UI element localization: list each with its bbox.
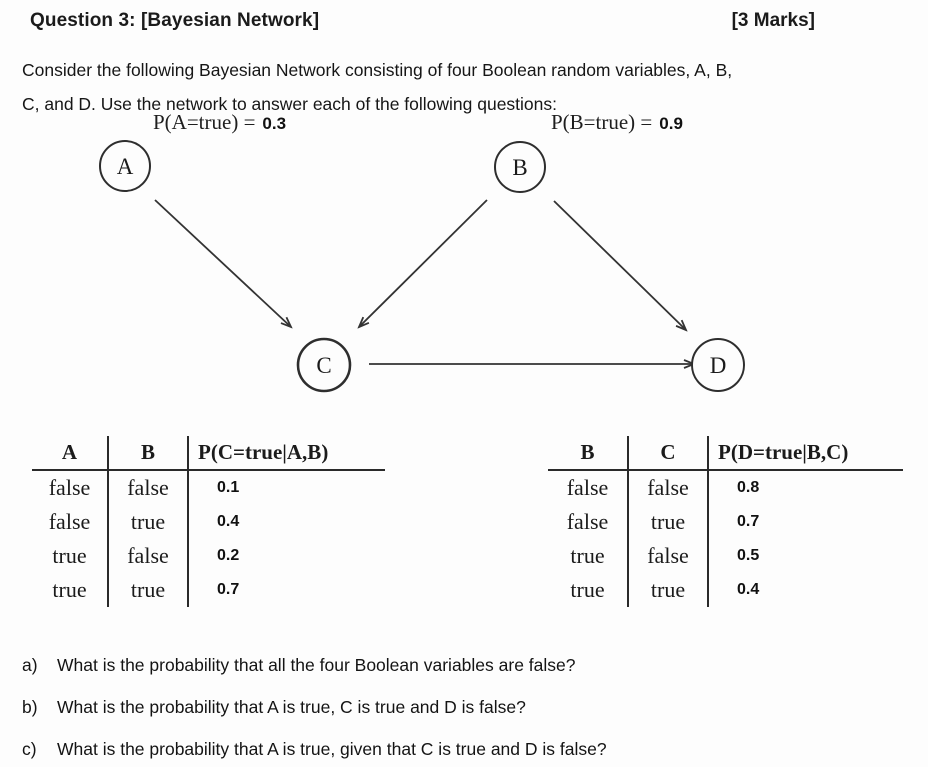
marks-badge: [3 Marks] bbox=[731, 10, 815, 31]
cpt-d-table: B C P(D=true|B,C) false false 0.8 false … bbox=[548, 436, 903, 607]
cpt-c-r4-p: 0.7 bbox=[187, 573, 385, 607]
cpt-c-r2-b: true bbox=[107, 505, 188, 539]
page-title: Question 3: [Bayesian Network] bbox=[30, 10, 320, 31]
node-b-circle bbox=[494, 141, 546, 193]
cpt-c-row-1: false false 0.1 bbox=[32, 470, 385, 505]
cpt-c-r2-p: 0.4 bbox=[187, 505, 385, 539]
cpt-d-row-4: true true 0.4 bbox=[548, 573, 903, 607]
node-a-label: A bbox=[117, 154, 134, 179]
question-a-text: What is the probability that all the fou… bbox=[57, 655, 576, 675]
prior-a: P(A=true) = 0.3 bbox=[153, 110, 286, 135]
cpt-d-r2-p: 0.7 bbox=[707, 505, 903, 539]
cpt-c-r1-p: 0.1 bbox=[187, 470, 385, 505]
intro-paragraph: Consider the following Bayesian Network … bbox=[22, 53, 732, 121]
cpt-c-r1-b: false bbox=[107, 470, 188, 505]
cpt-c-r2-a: false bbox=[48, 509, 91, 534]
cpt-c-row-4: true true 0.7 bbox=[32, 573, 385, 607]
cpt-d-r3-c: false bbox=[627, 539, 708, 573]
cpt-d-r2-b: false bbox=[566, 509, 609, 534]
cpt-c-r3-b: false bbox=[107, 539, 188, 573]
node-d-label: D bbox=[710, 353, 727, 378]
cpt-d-header-row: B C P(D=true|B,C) bbox=[548, 436, 903, 471]
cpt-c-r4-a: true bbox=[52, 577, 87, 602]
bayes-net-diagram: A B C D bbox=[99, 140, 745, 393]
cpt-c-r1-a: false bbox=[48, 475, 91, 500]
edge-a-to-c bbox=[154, 199, 291, 327]
cpt-d-r1-b: false bbox=[566, 475, 609, 500]
question-c: c) What is the probability that A is tru… bbox=[22, 739, 607, 760]
cpt-d-r4-p: 0.4 bbox=[707, 573, 903, 607]
node-c-circle bbox=[296, 337, 352, 393]
prior-b: P(B=true) = 0.9 bbox=[551, 110, 683, 135]
cpt-d-header-c: C bbox=[627, 436, 708, 471]
cpt-c-r4-b: true bbox=[107, 573, 188, 607]
cpt-d-r4-b: true bbox=[570, 577, 605, 602]
cpt-d-header-b: B bbox=[548, 436, 628, 471]
intro-line-1: Consider the following Bayesian Network … bbox=[22, 60, 733, 80]
cpt-d-r1-c: false bbox=[627, 470, 708, 505]
cpt-d-r1-p: 0.8 bbox=[707, 470, 903, 505]
question-b-label: b) bbox=[22, 697, 38, 717]
question-c-text: What is the probability that A is true, … bbox=[57, 739, 607, 759]
intro-line-2: C, and D. Use the network to answer each… bbox=[22, 94, 558, 114]
edge-b-to-c bbox=[359, 199, 488, 327]
cpt-c-header-b: B bbox=[107, 436, 188, 471]
cpt-d-row-2: false true 0.7 bbox=[548, 505, 903, 539]
cpt-c-r3-p: 0.2 bbox=[187, 539, 385, 573]
cpt-c-header-a: A bbox=[32, 436, 108, 471]
question-b: b) What is the probability that A is tru… bbox=[22, 697, 526, 718]
node-b-label: B bbox=[512, 155, 527, 180]
cpt-c-header-p: P(C=true|A,B) bbox=[187, 436, 385, 471]
prior-b-label: P(B=true) = bbox=[551, 110, 653, 134]
cpt-c-r3-a: true bbox=[52, 543, 87, 568]
node-c-label: C bbox=[316, 353, 331, 378]
node-d-circle bbox=[691, 338, 745, 392]
cpt-d-r3-p: 0.5 bbox=[707, 539, 903, 573]
prior-b-value: 0.9 bbox=[659, 114, 683, 133]
cpt-d-row-3: true false 0.5 bbox=[548, 539, 903, 573]
cpt-c-table: A B P(C=true|A,B) false false 0.1 false … bbox=[32, 436, 385, 607]
cpt-c-header-row: A B P(C=true|A,B) bbox=[32, 436, 385, 471]
cpt-d-r3-b: true bbox=[570, 543, 605, 568]
cpt-c-row-3: true false 0.2 bbox=[32, 539, 385, 573]
cpt-d-r2-c: true bbox=[627, 505, 708, 539]
prior-a-label: P(A=true) = bbox=[153, 110, 256, 134]
question-a: a) What is the probability that all the … bbox=[22, 655, 576, 676]
question-a-label: a) bbox=[22, 655, 38, 675]
prior-a-value: 0.3 bbox=[262, 114, 287, 133]
question-b-text: What is the probability that A is true, … bbox=[57, 697, 526, 717]
edge-b-to-d bbox=[553, 200, 686, 330]
question-c-label: c) bbox=[22, 739, 37, 759]
cpt-d-row-1: false false 0.8 bbox=[548, 470, 903, 505]
node-a-circle bbox=[99, 140, 151, 192]
cpt-c-row-2: false true 0.4 bbox=[32, 505, 385, 539]
cpt-d-header-p: P(D=true|B,C) bbox=[707, 436, 903, 471]
cpt-d-r4-c: true bbox=[627, 573, 708, 607]
